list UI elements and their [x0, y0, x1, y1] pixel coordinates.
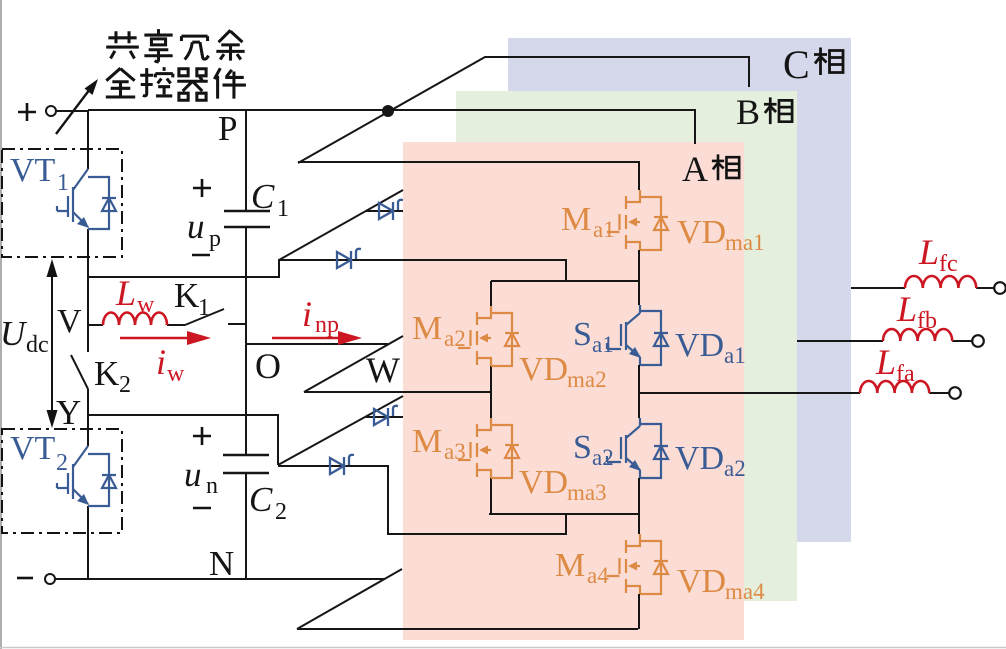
- svg-text:1: 1: [198, 295, 210, 321]
- svg-text:VD: VD: [677, 563, 726, 600]
- svg-text:w: w: [167, 361, 185, 387]
- svg-text:a4: a4: [587, 563, 609, 588]
- svg-text:1: 1: [57, 170, 69, 196]
- svg-text:a1: a1: [724, 343, 746, 368]
- svg-text:u: u: [187, 207, 205, 246]
- svg-text:M: M: [412, 423, 442, 460]
- svg-text:fa: fa: [896, 361, 915, 387]
- svg-text:VD: VD: [677, 214, 726, 251]
- svg-text:a1: a1: [593, 217, 615, 242]
- svg-text:VD: VD: [675, 327, 724, 364]
- svg-text:P: P: [218, 109, 237, 148]
- svg-text:ma3: ma3: [567, 480, 607, 505]
- svg-text:VT: VT: [10, 152, 56, 189]
- svg-text:2: 2: [275, 499, 287, 525]
- svg-text:a3: a3: [444, 439, 466, 464]
- svg-text:M: M: [555, 547, 585, 584]
- svg-text:i: i: [156, 342, 166, 382]
- svg-text:fb: fb: [917, 308, 937, 334]
- svg-text:dc: dc: [26, 332, 49, 358]
- svg-text:VT: VT: [10, 430, 56, 467]
- svg-text:2: 2: [56, 450, 68, 476]
- svg-text:2: 2: [119, 372, 131, 398]
- svg-text:L: L: [896, 289, 917, 329]
- svg-text:U: U: [0, 314, 28, 353]
- svg-text:u: u: [184, 455, 202, 494]
- svg-text:A: A: [682, 149, 708, 189]
- svg-text:a2: a2: [592, 445, 614, 470]
- svg-text:S: S: [573, 429, 592, 466]
- svg-text:S: S: [573, 316, 592, 353]
- svg-text:VD: VD: [675, 440, 724, 477]
- svg-text:VD: VD: [519, 351, 568, 388]
- svg-text:i: i: [302, 294, 312, 334]
- svg-text:O: O: [255, 346, 281, 386]
- svg-text:np: np: [315, 312, 339, 338]
- svg-text:M: M: [412, 310, 442, 347]
- svg-text:L: L: [918, 232, 939, 272]
- svg-text:B: B: [736, 92, 760, 132]
- svg-text:C: C: [251, 177, 275, 216]
- svg-text:M: M: [561, 201, 591, 238]
- svg-text:C: C: [783, 42, 810, 87]
- svg-text:a2: a2: [444, 326, 466, 351]
- svg-text:V: V: [57, 303, 82, 340]
- svg-text:ma4: ma4: [725, 579, 765, 604]
- svg-text:W: W: [366, 350, 400, 390]
- svg-text:Y: Y: [56, 393, 81, 432]
- svg-text:1: 1: [277, 196, 289, 222]
- svg-text:a2: a2: [724, 456, 746, 481]
- svg-text:L: L: [115, 273, 136, 313]
- svg-text:ma2: ma2: [567, 367, 607, 392]
- svg-text:w: w: [137, 292, 155, 318]
- svg-text:n: n: [206, 473, 218, 499]
- svg-text:p: p: [209, 226, 221, 252]
- svg-text:VD: VD: [519, 464, 568, 501]
- svg-text:K: K: [174, 276, 199, 315]
- svg-text:a1: a1: [592, 332, 614, 357]
- svg-text:N: N: [209, 544, 234, 583]
- svg-text:L: L: [875, 342, 896, 382]
- svg-text:C: C: [249, 480, 273, 519]
- svg-text:fc: fc: [939, 251, 958, 277]
- svg-text:ma1: ma1: [725, 230, 765, 255]
- svg-text:K: K: [94, 354, 119, 393]
